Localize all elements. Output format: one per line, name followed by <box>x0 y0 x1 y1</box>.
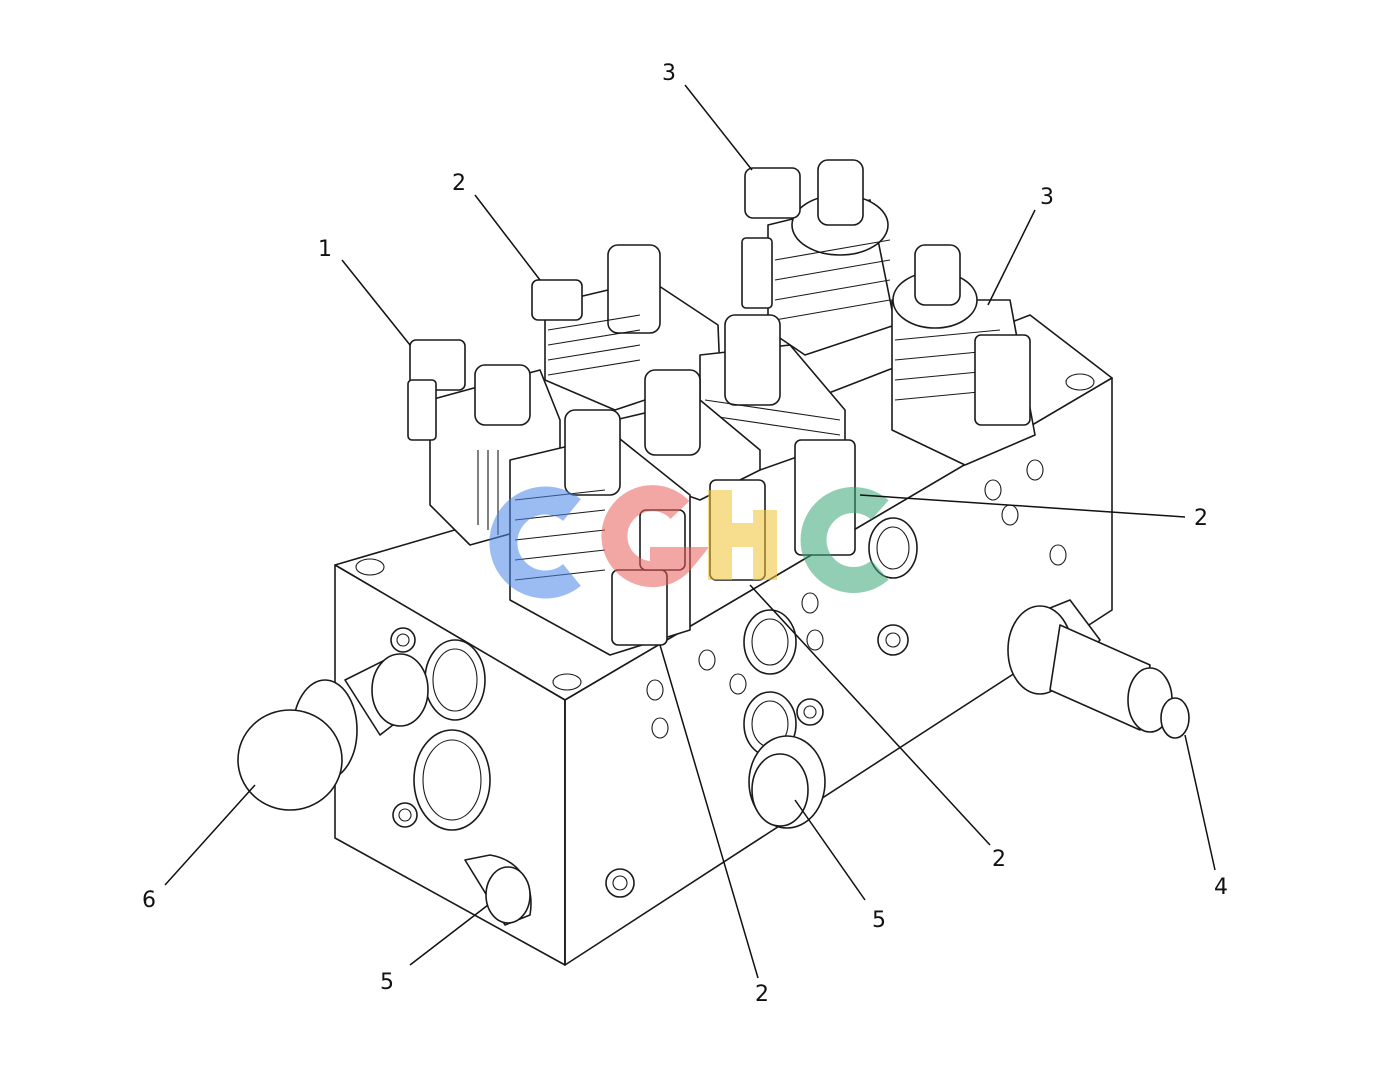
leader-2a <box>474 194 541 281</box>
plug-bottom <box>464 854 532 926</box>
pressure-sensor <box>1007 599 1190 739</box>
leader-5b <box>794 799 866 901</box>
watermark-cghc <box>489 485 889 599</box>
watermark-letter-h <box>708 490 777 580</box>
callout-2a: 2 <box>452 171 466 196</box>
leader-5a <box>409 904 489 966</box>
cap-fitting <box>237 653 429 811</box>
callout-6: 6 <box>142 888 156 913</box>
left-face-ports <box>390 627 491 831</box>
leader-6 <box>164 784 256 886</box>
plug-right <box>748 735 826 829</box>
leader-3b <box>987 209 1036 306</box>
callout-5a: 5 <box>380 970 394 995</box>
callout-1: 1 <box>318 237 332 262</box>
leader-4 <box>1184 734 1216 871</box>
leader-lines <box>164 84 1216 979</box>
watermark-letter-c2 <box>800 487 889 593</box>
solenoid-back-right <box>741 159 896 356</box>
callout-3a: 3 <box>662 61 676 86</box>
leader-2b <box>859 494 1186 518</box>
leader-1 <box>341 259 411 346</box>
callout-5b: 5 <box>872 908 886 933</box>
callout-4: 4 <box>1214 875 1228 900</box>
leader-2d <box>659 644 759 979</box>
leader-3a <box>684 84 753 171</box>
callout-labels: 1 2 3 3 2 2 2 4 5 5 6 <box>142 61 1228 1007</box>
callout-2b: 2 <box>1194 506 1208 531</box>
watermark-letter-g <box>601 485 710 588</box>
solenoid-right <box>891 244 1036 466</box>
leader-2c <box>749 584 991 846</box>
watermark-letter-c1 <box>489 486 581 599</box>
callout-3b: 3 <box>1040 185 1054 210</box>
callout-2c: 2 <box>992 847 1006 872</box>
callout-2d: 2 <box>755 982 769 1007</box>
top-face-holes <box>355 373 1095 691</box>
